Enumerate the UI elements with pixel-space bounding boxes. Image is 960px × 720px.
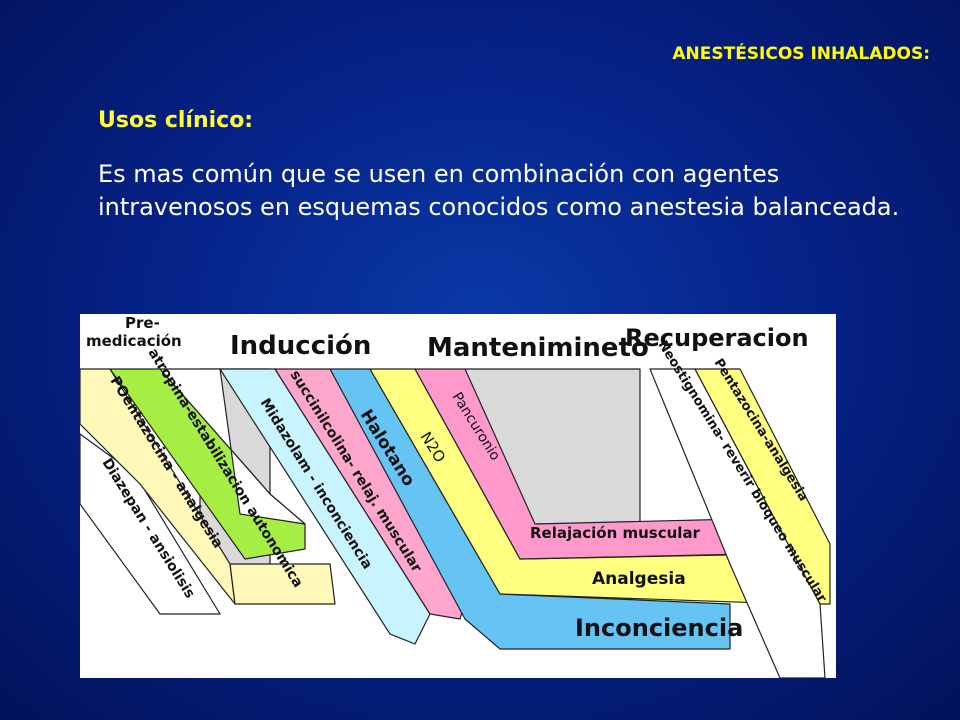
phase-premedication-line1: Pre- — [125, 314, 160, 332]
label-analgesia: Analgesia — [592, 569, 686, 589]
phase-maintenance: Mantenimineto — [427, 333, 649, 363]
section-subtitle: Usos clínico: — [98, 108, 254, 133]
body-paragraph: Es mas común que se usen en combinación … — [98, 160, 900, 221]
anesthesia-phase-diagram: Pre- medicación Inducción Mantenimineto … — [80, 314, 836, 678]
slide-title: ANESTÉSICOS INHALADOS: — [672, 44, 930, 64]
label-relajacion: Relajación muscular — [530, 524, 701, 542]
band-midazolam — [219, 368, 431, 645]
band-white-induction — [159, 368, 306, 525]
phase-recovery: Recuperacion — [625, 324, 809, 352]
phase-induction: Inducción — [230, 331, 371, 361]
band-pentazocina-rec — [694, 368, 831, 605]
phase-premedication-line2: medicación — [86, 332, 182, 350]
band-cream-induction — [229, 563, 336, 605]
label-inconciencia: Inconciencia — [575, 614, 743, 642]
